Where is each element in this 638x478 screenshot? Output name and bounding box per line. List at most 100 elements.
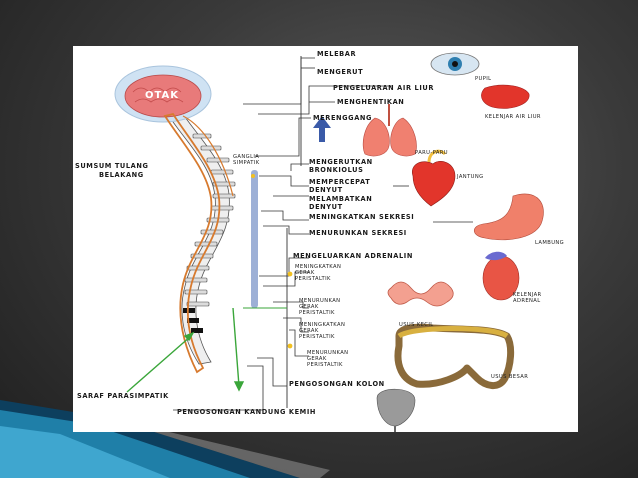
label-menurunkan-gerak-1: MENURUNKAN <box>299 298 340 304</box>
slide-accent-stripe-grey <box>110 418 330 478</box>
label-paru-paru: PARU-PARU <box>415 150 448 156</box>
label-meningkatkan-gerak-b1: MENINGKATKAN <box>299 322 345 328</box>
eye-organ <box>430 52 480 76</box>
vertebra <box>184 277 208 283</box>
nervous-system-diagram: OTAK <box>73 46 578 432</box>
label-meningkatkan-gerak-2: GERAK <box>295 270 315 276</box>
line-jantung-cepat <box>259 175 309 187</box>
large-intestine-top <box>397 326 509 339</box>
label-melambatkan-1: MELAMBATKAN <box>309 195 372 203</box>
vertebra <box>186 301 210 307</box>
bladder-organ <box>376 388 416 432</box>
sacral-vertebrae <box>183 308 203 333</box>
label-menurunkan-sekresi: MENURUNKAN SEKRESI <box>309 229 407 237</box>
label-menurunkan-gerak-b1: MENURUNKAN <box>307 350 348 356</box>
sacral-block <box>183 308 195 313</box>
label-meningkatkan-gerak-b3: PERISTALTIK <box>299 334 335 340</box>
label-merenggang: MERENGGANG <box>313 114 372 122</box>
trunk-lines <box>286 56 302 408</box>
label-kelenjar-adrenal-1: KELENJAR <box>513 292 542 298</box>
heart-aorta <box>427 149 447 163</box>
label-menurunkan-gerak-b3: PERISTALTIK <box>307 362 343 368</box>
ganglia-chain <box>251 170 258 308</box>
label-menurunkan-gerak-3: PERISTALTIK <box>299 310 335 316</box>
label-mengerut: MENGERUT <box>317 68 363 76</box>
parasympathetic-arrows <box>126 307 245 393</box>
green-arrowhead-right <box>233 381 245 392</box>
vertebra <box>200 229 224 235</box>
ganglion-dot <box>251 174 255 178</box>
vertebra <box>206 157 230 163</box>
ganglion-dot <box>287 271 293 277</box>
green-arrow-left <box>126 335 192 393</box>
adrenal-gland <box>485 251 507 261</box>
blue-arrow-shaft <box>319 126 325 142</box>
vertebra <box>212 193 236 199</box>
label-meningkatkan-gerak-1: MENINGKATKAN <box>295 264 341 270</box>
vertebra <box>194 241 218 247</box>
lung-left <box>362 117 390 157</box>
label-kelenjar-air-liur: KELENJAR AIR LIUR <box>485 114 541 120</box>
label-pupil: PUPIL <box>475 76 491 82</box>
bladder-body <box>376 388 416 427</box>
label-pengosongan-kolon: PENGOSONGAN KOLON <box>289 380 385 388</box>
line-kolon <box>257 357 287 387</box>
line-adrenalin <box>259 257 309 277</box>
salivary-gland <box>481 84 530 109</box>
line-peristaltik-4 <box>289 329 309 357</box>
vertebra <box>200 145 222 151</box>
vertebrae <box>184 133 236 307</box>
green-arrow-right <box>232 307 240 387</box>
sacral-block <box>187 318 199 323</box>
eye-pupil <box>452 61 458 67</box>
line-kandung-kemih <box>173 365 264 411</box>
label-sumsum-1: SUMSUM TULANG <box>75 162 149 170</box>
brain-body <box>124 74 202 118</box>
brain: OTAK <box>114 65 212 123</box>
green-arrowhead-left <box>183 331 195 342</box>
label-mengeluarkan-adrenalin: MENGELUARKAN ADRENALIN <box>293 252 413 260</box>
label-sumsum-2: BELAKANG <box>99 171 144 179</box>
line-merenggang <box>255 117 311 157</box>
label-kelenjar-adrenal-2: ADRENAL <box>513 298 541 304</box>
label-usus-besar: USUS BESAR <box>491 374 528 380</box>
label-lambung: LAMBUNG <box>535 240 564 246</box>
label-menghentikan: MENGHENTIKAN <box>337 98 404 106</box>
small-intestine-organ <box>387 281 454 307</box>
label-menurunkan-gerak-b2: GERAK <box>307 356 327 362</box>
vertebra <box>210 205 234 211</box>
vertebra <box>192 133 212 139</box>
vertebra <box>184 289 208 295</box>
label-melebar: MELEBAR <box>317 50 356 58</box>
ganglion-dot <box>287 343 293 349</box>
label-usus-kecil: USUS KECIL <box>399 322 434 328</box>
heart-organ <box>412 149 456 207</box>
lung-right <box>390 117 417 157</box>
stomach-organ <box>473 193 544 241</box>
label-meningkatkan-gerak-3: PERISTALTIK <box>295 276 331 282</box>
line-sekresi <box>261 210 309 221</box>
label-menurunkan-gerak-2: GERAK <box>299 304 319 310</box>
blue-arrow <box>313 116 331 142</box>
otak-label: OTAK <box>145 90 179 101</box>
line-peristaltik-1 <box>263 271 309 287</box>
diagram-canvas: OTAK <box>75 50 564 432</box>
label-meningkatkan-sekresi: MENINGKATKAN SEKRESI <box>309 213 414 221</box>
line-melebar <box>243 57 315 105</box>
label-ganglia-2: SIMPATIK <box>233 160 260 166</box>
line-air-liur <box>258 85 393 115</box>
heart-body <box>412 161 456 207</box>
ganglion-dots <box>251 174 293 349</box>
label-mengerutkan-1: MENGERUTKAN <box>309 158 373 166</box>
blue-arrow-head <box>313 116 331 128</box>
brain-folds <box>132 87 184 103</box>
label-mempercepat-1: MEMPERCEPAT <box>309 178 370 186</box>
adrenal-organ <box>482 251 520 301</box>
sacral-block <box>191 328 203 333</box>
line-bronkiolus <box>290 163 309 171</box>
nerve-branch <box>182 115 234 197</box>
slide-accent-stripe-light <box>0 426 170 478</box>
line-menurunkan-sekresi <box>263 225 309 235</box>
lungs-organ <box>362 104 417 157</box>
label-melambatkan-2: DENYUT <box>309 203 343 211</box>
